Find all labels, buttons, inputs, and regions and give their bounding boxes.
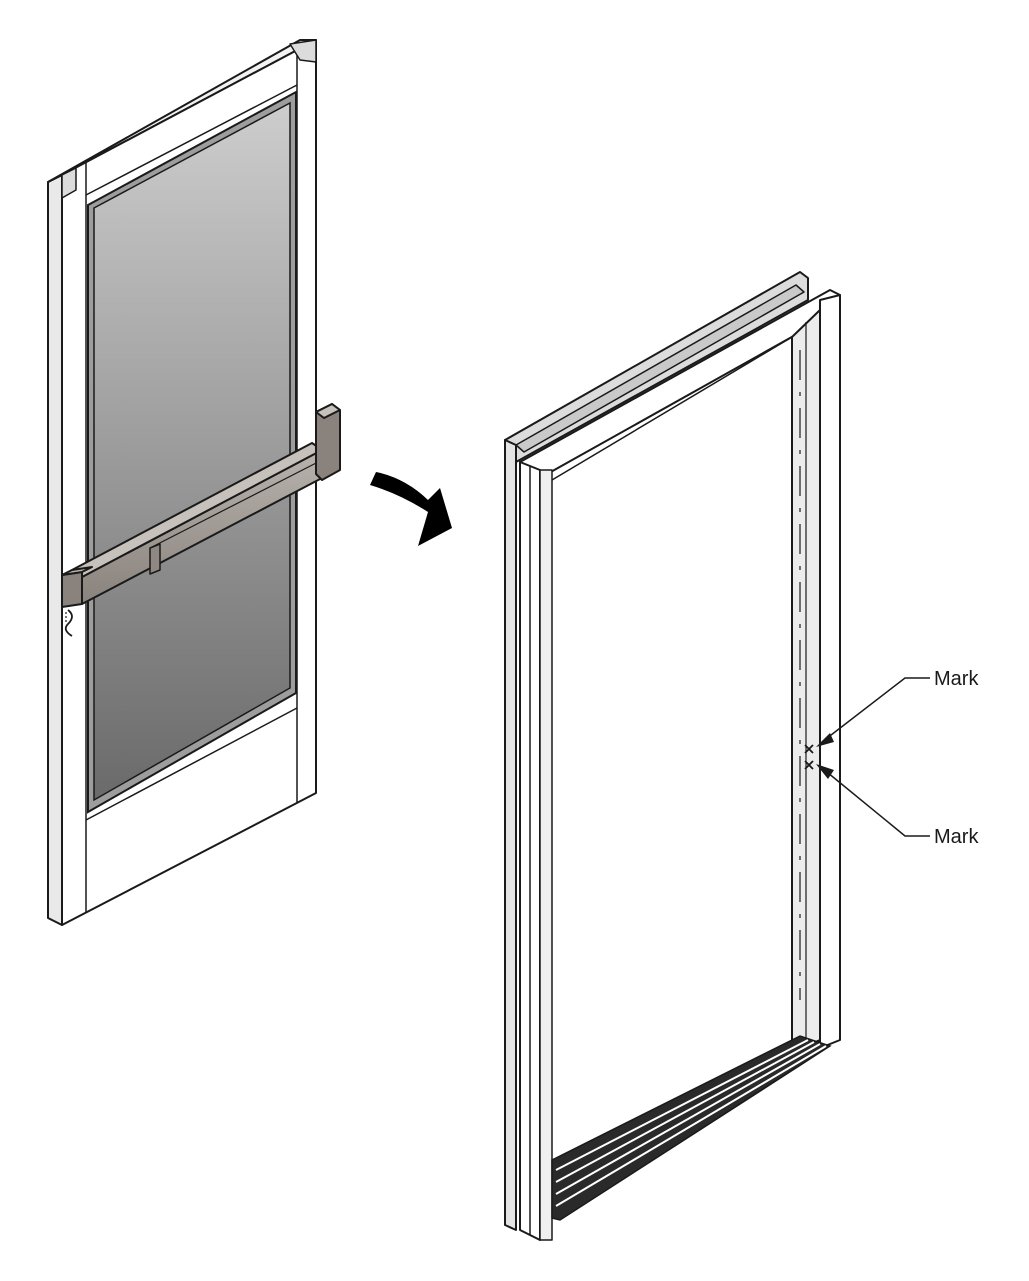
callout-bottom: Mark	[816, 764, 979, 848]
callout-top: Mark	[816, 668, 979, 747]
callout-leader	[821, 767, 930, 837]
door-frame	[504, 271, 841, 1241]
x-mark-icon	[804, 760, 814, 770]
latch-icon	[64, 609, 73, 637]
mark-symbols	[804, 744, 814, 770]
push-bar	[61, 403, 341, 637]
push-bar-end-cap	[61, 571, 83, 608]
callout-label-mark: Mark	[934, 668, 979, 690]
frame-right-jamb	[819, 294, 841, 1049]
door-edge	[47, 174, 63, 926]
glass-pane	[93, 101, 291, 802]
callout-label-mark: Mark	[934, 826, 979, 848]
frame-left-jamb-back	[504, 439, 517, 1231]
door-glass	[87, 90, 297, 814]
x-mark-icon	[804, 744, 814, 754]
callout-arrowhead	[816, 764, 834, 779]
callout-arrowhead	[816, 733, 834, 747]
threshold	[551, 1035, 832, 1221]
curved-arrow-icon	[370, 472, 452, 546]
callout-leader	[821, 677, 930, 743]
